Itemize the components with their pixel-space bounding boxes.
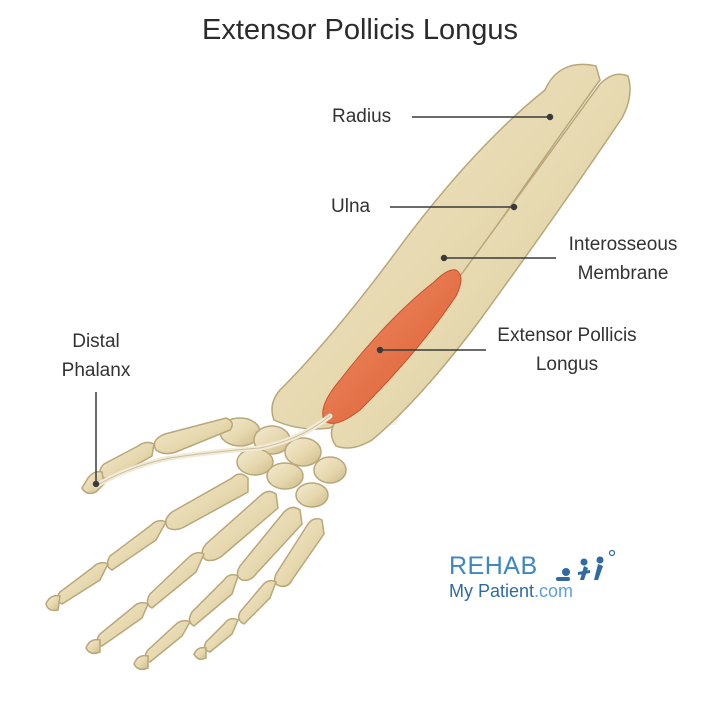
label-interosseous-line2: Membrane (577, 263, 669, 284)
logo-subline: My Patient.com (449, 580, 573, 602)
label-epl-line1: Extensor Pollicis (497, 325, 637, 346)
label-epl-line2: Longus (535, 354, 599, 375)
leader-lines (92, 113, 556, 488)
rehab-my-patient-logo: REHAB My Patient.com (449, 552, 573, 602)
label-ulna: Ulna (331, 196, 371, 217)
label-radius: Radius (332, 106, 392, 127)
label-extensor-pollicis-longus: Extensor Pollicis Longus (482, 321, 652, 379)
label-interosseous-line1: Interosseous (568, 234, 678, 255)
logo-my-patient: My Patient (449, 581, 535, 601)
radius-bone (271, 63, 601, 430)
finger-bones (45, 473, 325, 671)
thumb-bones (81, 417, 233, 495)
logo-figures-icon (556, 549, 616, 581)
label-interosseous-membrane: Interosseous Membrane (553, 230, 693, 288)
logo-rehab-text: REHAB (449, 552, 538, 580)
page-title: Extensor Pollicis Longus (202, 14, 518, 46)
label-distal-phalanx: Distal Phalanx (46, 327, 146, 385)
logo-dotcom: .com (534, 581, 574, 601)
label-distal-line1: Distal (72, 331, 120, 352)
label-distal-line2: Phalanx (61, 360, 131, 381)
